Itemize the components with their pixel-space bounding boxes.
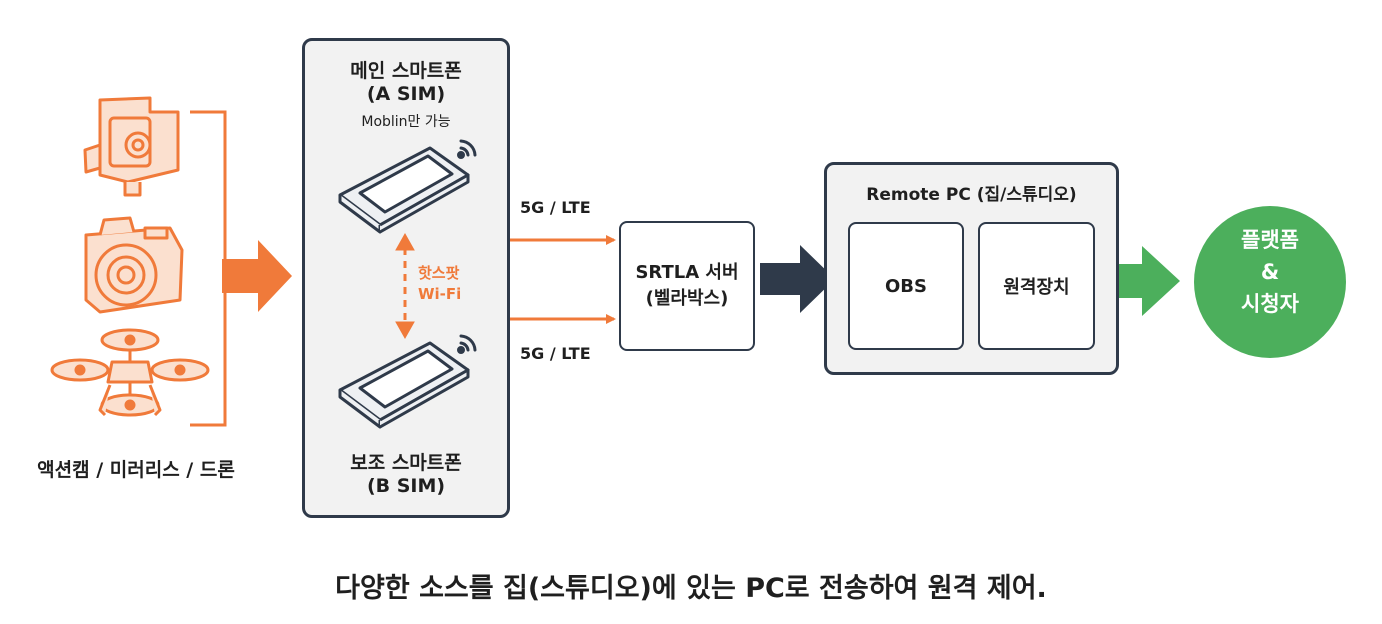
platform-label-line3: 시청자 (1241, 292, 1299, 316)
remote-pc-title: Remote PC (집/스튜디오) (866, 185, 1077, 205)
hotspot-label-line1: 핫스팟 (418, 264, 460, 282)
caption: 다양한 소스를 집(스튜디오)에 있는 PC로 전송하여 원격 제어. (335, 573, 1047, 604)
sources-arrow (222, 240, 292, 312)
obs-label: OBS (885, 275, 927, 297)
top-link-label: 5G / LTE (520, 198, 591, 217)
remote-device-box: 원격장치 (978, 222, 1095, 350)
platform-label: 플랫폼 & 시청자 (1194, 224, 1346, 320)
camera-icon (84, 216, 184, 314)
drone-icon (50, 328, 210, 417)
server-to-remote-arrow (760, 245, 835, 313)
platform-circle (1194, 206, 1346, 358)
main-phone-sim: (A SIM) (366, 83, 446, 105)
remote-device-label: 원격장치 (1003, 277, 1070, 298)
sub-phone-icon (338, 341, 470, 429)
platform-label-line1: 플랫폼 (1241, 228, 1299, 252)
obs-box: OBS (848, 222, 964, 350)
sources-label: 액션캠 / 미러리스 / 드론 (37, 459, 235, 481)
server-name: SRTLA 서버 (635, 261, 739, 283)
sub-phone-title: 보조 스마트폰 (350, 452, 462, 474)
bottom-link-label: 5G / LTE (520, 344, 591, 363)
hotspot-link (395, 232, 415, 340)
remote-to-platform-arrow (1106, 246, 1180, 316)
srtla-server-box: SRTLA 서버 (벨라박스) (619, 221, 755, 351)
action-cam-icon (83, 96, 180, 197)
main-phone-note: Moblin만 가능 (361, 114, 451, 130)
main-phone-title: 메인 스마트폰 (350, 60, 462, 82)
server-subname: (벨라박스) (645, 288, 729, 309)
main-phone-signal-icon (457, 139, 477, 159)
sub-phone-signal-icon (457, 334, 477, 354)
sub-phone-sim: (B SIM) (366, 475, 446, 497)
platform-label-line2: & (1260, 260, 1280, 284)
hotspot-label-line2: Wi-Fi (418, 285, 462, 303)
main-phone-icon (338, 146, 470, 234)
